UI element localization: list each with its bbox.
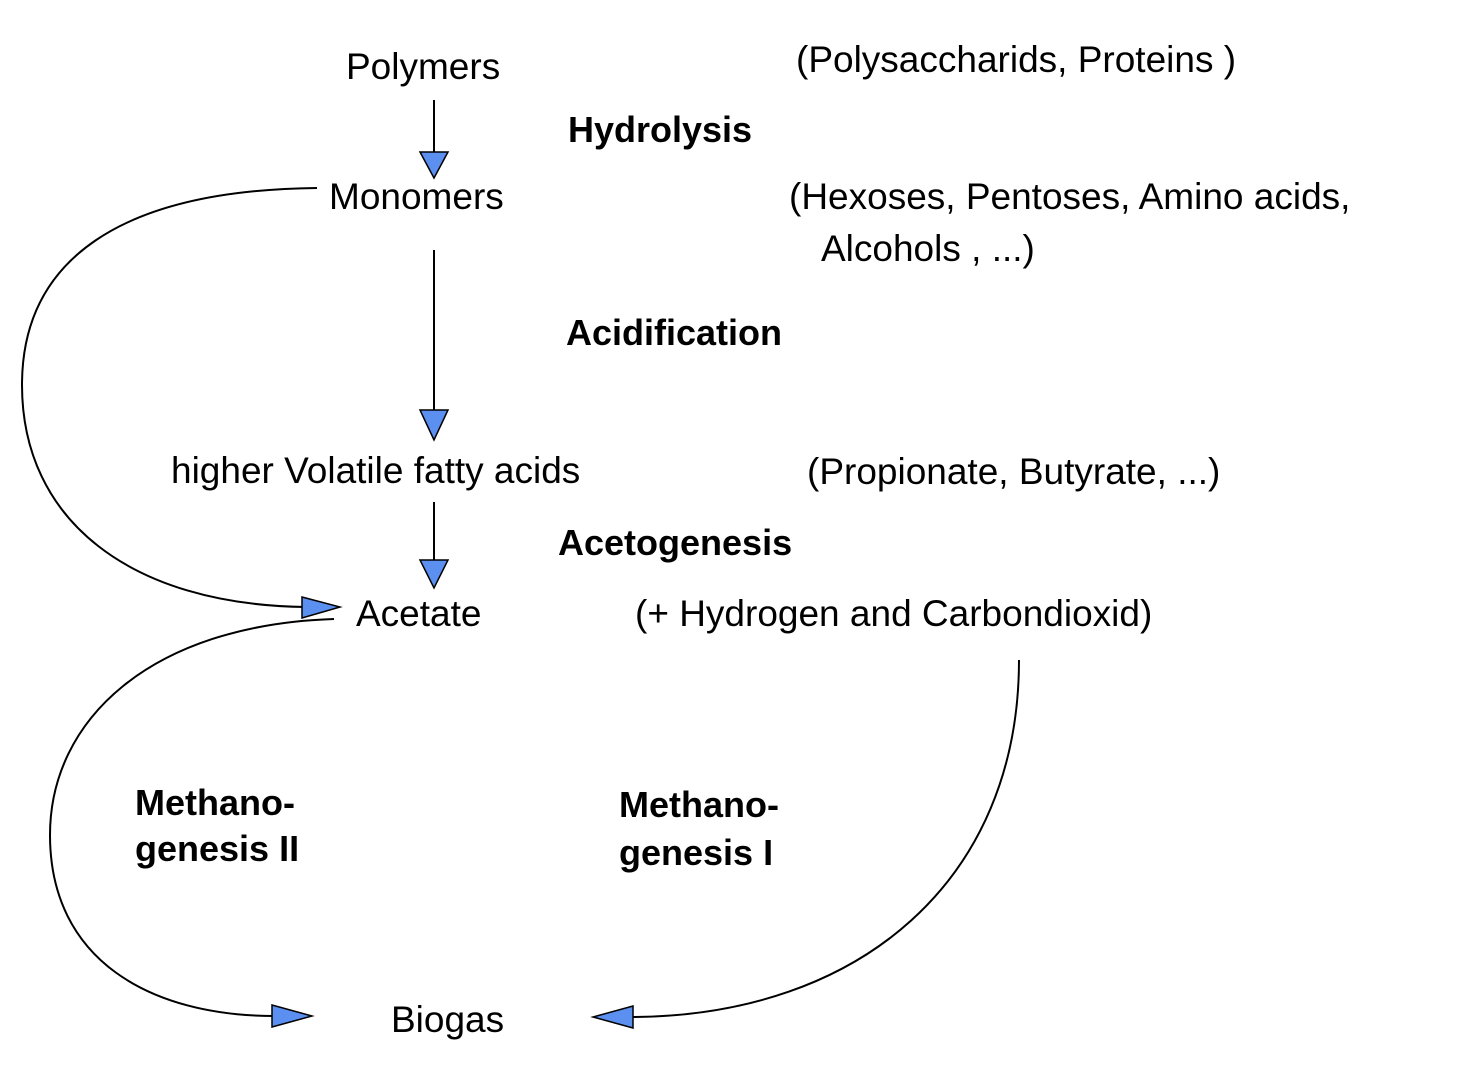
step-hydrolysis: Hydrolysis xyxy=(568,109,753,150)
node-acetate: Acetate xyxy=(356,593,482,634)
arrowhead-biogas-from-right xyxy=(590,1005,634,1029)
step-methanogenesis-2-line1: Methano- xyxy=(135,782,295,823)
node-higher-volatile-fatty-acids: higher Volatile fatty acids xyxy=(171,450,581,491)
note-acetate: (+ Hydrogen and Carbondioxid) xyxy=(635,593,1153,634)
arrowhead-vfa xyxy=(418,409,450,442)
node-biogas: Biogas xyxy=(391,999,505,1040)
arrowhead-monomers xyxy=(418,151,450,180)
note-monomers-line2: Alcohols , ...) xyxy=(821,228,1035,269)
note-monomers-line1: (Hexoses, Pentoses, Amino acids, xyxy=(789,176,1351,217)
step-methanogenesis-1-line1: Methano- xyxy=(619,784,779,825)
step-acidification: Acidification xyxy=(566,312,783,353)
node-polymers: Polymers xyxy=(346,46,501,87)
step-methanogenesis-1-line2: genesis I xyxy=(619,832,774,873)
curve-monomers-to-acetate xyxy=(20,187,318,608)
arrowhead-acetate-from-left xyxy=(301,596,343,619)
node-monomers: Monomers xyxy=(329,176,504,217)
curve-acetate-to-biogas-methanogenesis-2 xyxy=(48,618,335,1017)
curve-hydrogen-to-biogas-methanogenesis-1 xyxy=(631,659,1020,1018)
arrowhead-acetate xyxy=(418,559,450,590)
step-acetogenesis: Acetogenesis xyxy=(558,522,793,563)
note-polymers: (Polysaccharids, Proteins ) xyxy=(796,39,1237,80)
arrowhead-biogas-from-left xyxy=(271,1004,315,1028)
note-vfa: (Propionate, Butyrate, ...) xyxy=(807,451,1221,492)
step-methanogenesis-2-line2: genesis II xyxy=(135,828,300,869)
